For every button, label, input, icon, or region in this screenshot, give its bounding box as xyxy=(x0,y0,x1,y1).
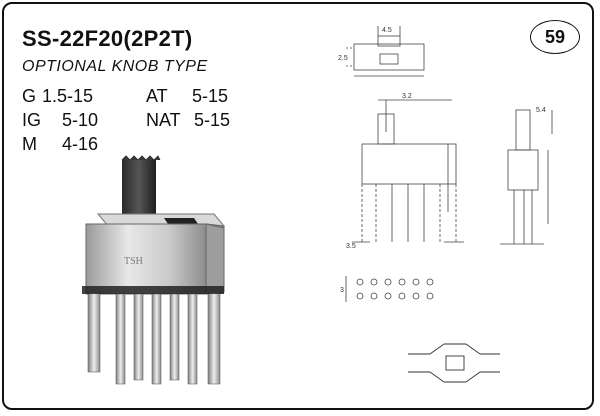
switch-product-photo: TSH xyxy=(82,155,226,385)
datasheet-page: SS-22F20(2P2T) OPTIONAL KNOB TYPE G 1.5-… xyxy=(2,2,594,410)
knob-option-range: 5-15 xyxy=(192,86,229,106)
pcb-dim-label: 3 xyxy=(340,287,344,294)
pcb-layout-drawing: 3 xyxy=(340,276,434,302)
front-view-drawing: 3.2 3.5 xyxy=(346,93,464,250)
brand-mark: TSH xyxy=(124,256,143,267)
knob-option-range: 5-15 xyxy=(194,110,231,130)
page-number-badge: 59 xyxy=(530,20,580,54)
knob-option-code: NAT xyxy=(146,110,181,130)
knob-option-range: 5-10 xyxy=(62,110,99,130)
knob-option-range: 4-16 xyxy=(62,134,99,154)
side-dim-label: 3.5 xyxy=(346,243,356,250)
knob-option-range: 1.5-15 xyxy=(42,86,94,106)
side-view-drawing: 5.4 xyxy=(500,107,553,245)
knob-option-code: IG xyxy=(22,110,42,130)
knob-type-subtitle: OPTIONAL KNOB TYPE xyxy=(22,58,208,75)
model-title: SS-22F20(2P2T) xyxy=(22,26,193,51)
top-view-drawing: 4.5 2.5 xyxy=(338,26,425,77)
switch-housing: TSH xyxy=(85,223,225,295)
front-pitch-label: 3.2 xyxy=(402,93,412,100)
top-dim-label: 4.5 xyxy=(382,27,392,34)
knob-option-code: AT xyxy=(146,86,168,106)
switch-pins xyxy=(82,286,224,385)
knob-option-code: M xyxy=(22,134,37,154)
knob-option-code: G xyxy=(22,86,37,106)
right-dim-label: 5.4 xyxy=(536,107,546,114)
left-dim-label: 2.5 xyxy=(338,55,348,62)
circuit-schematic xyxy=(408,343,500,383)
